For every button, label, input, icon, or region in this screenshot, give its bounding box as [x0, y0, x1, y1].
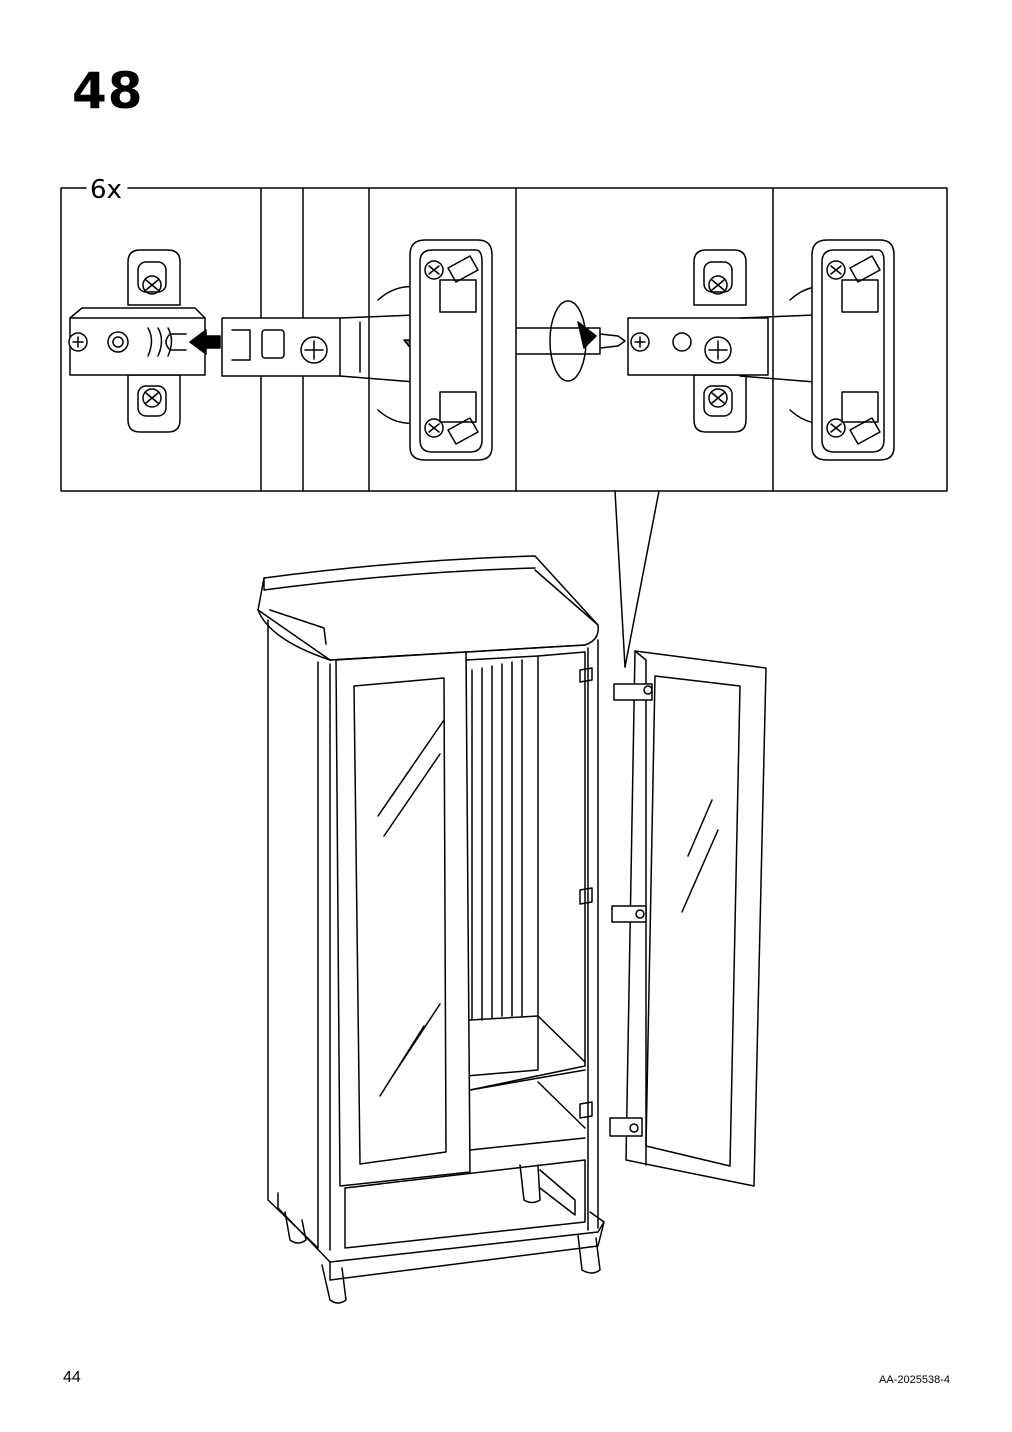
- push-arrow-icon: [189, 329, 221, 355]
- step-number: 48: [72, 62, 144, 120]
- door-hinge: [609, 1117, 643, 1137]
- document-code: AA-2025538-4: [879, 1374, 950, 1386]
- door-hinge: [613, 683, 653, 701]
- hinge-cup-right: [811, 239, 895, 461]
- page-number: 44: [63, 1369, 81, 1386]
- cabinet: [257, 555, 605, 1304]
- screwdriver-icon: [515, 300, 626, 382]
- hinge-arm-left: [221, 285, 441, 425]
- callout-pointer: [614, 490, 626, 668]
- hinge-mounting-plate-right: [627, 249, 849, 433]
- quantity-label: 6x: [90, 175, 122, 205]
- rotate-arrow-icon: [577, 321, 597, 349]
- door-hinge: [611, 905, 647, 923]
- hinge-cup-left: [409, 239, 493, 461]
- hinge-mounting-plate-left: [68, 249, 206, 433]
- cabinet-door-open: [625, 650, 767, 1187]
